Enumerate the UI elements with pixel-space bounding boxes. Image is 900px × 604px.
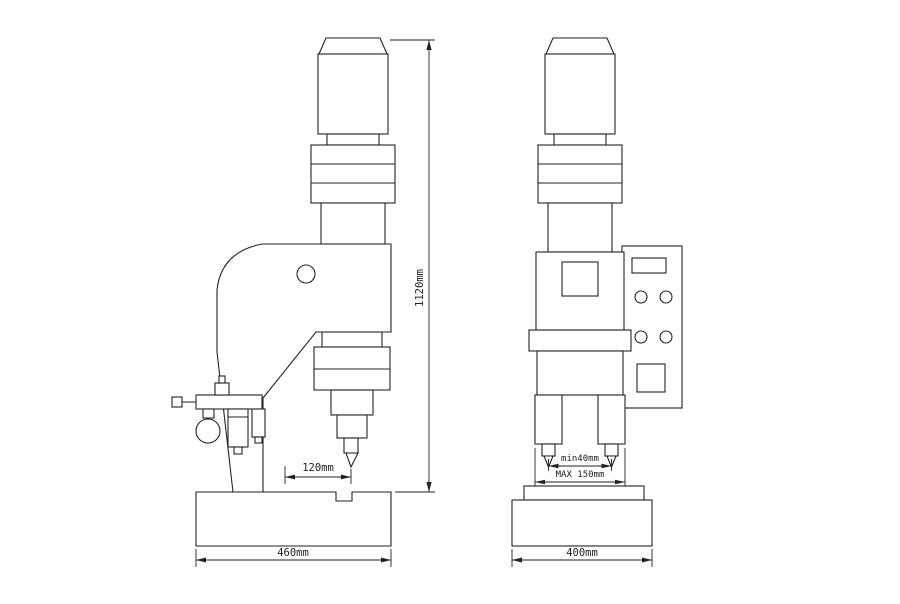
cylinder-flange-stack: [537, 144, 623, 204]
lower-block: [536, 350, 624, 396]
filter-bowl: [227, 408, 249, 448]
base-plate: [523, 485, 645, 501]
side-view: 1120mm 120mm 460mm: [171, 37, 435, 567]
panel-button: [659, 330, 673, 344]
head-window: [561, 261, 599, 297]
machine-base: [195, 491, 392, 547]
filter-drain: [233, 446, 243, 455]
arrowhead: [381, 557, 391, 563]
ram-band: [321, 331, 383, 348]
dim-throat-label: 120mm: [302, 462, 334, 474]
arrowhead: [512, 557, 522, 563]
tool-holder: [343, 437, 359, 454]
dim-height-label: 1120mm: [414, 269, 426, 307]
panel-switch: [636, 363, 666, 393]
lubricator-drain: [254, 436, 263, 444]
panel-display: [631, 257, 667, 274]
regulator-knob: [214, 382, 230, 396]
panel-button: [659, 290, 673, 304]
arrowhead: [426, 482, 432, 492]
air-manifold: [195, 394, 263, 410]
dim-max-gap-label: MAX 150mm: [556, 470, 605, 480]
regulator-stem: [218, 375, 226, 384]
motor-body: [544, 53, 616, 135]
pressure-gauge: [195, 418, 221, 444]
air-service-unit: [171, 375, 266, 455]
arrowhead: [285, 474, 295, 480]
cylinder-flange-stack: [310, 144, 396, 204]
machine-base: [511, 499, 653, 547]
motor-body: [317, 53, 389, 135]
gauge-stem: [202, 408, 215, 419]
arrowhead: [642, 557, 652, 563]
ram-left: [534, 394, 563, 445]
arrowhead: [196, 557, 206, 563]
arrowhead: [341, 474, 351, 480]
lever-block: [171, 396, 183, 408]
tool-chuck-lower: [336, 414, 368, 439]
dim-throat: 120mm: [284, 462, 352, 484]
panel-button: [634, 330, 648, 344]
tip-holder-left: [541, 443, 556, 457]
dim-base-left: 460mm: [195, 547, 392, 567]
frame-hole: [296, 264, 316, 284]
tip-holder-right: [604, 443, 619, 457]
shoulder-plate: [528, 329, 632, 352]
motor-neck: [326, 133, 380, 146]
motor-neck: [553, 133, 607, 146]
tool-tip: [345, 452, 359, 469]
dim-base-right: 400mm: [511, 547, 653, 567]
dim-height: 1120mm: [390, 39, 435, 493]
motor-cap: [318, 37, 388, 55]
arrowhead: [535, 479, 545, 485]
panel-button: [634, 290, 648, 304]
ram-right: [597, 394, 626, 445]
motor-cap: [545, 37, 615, 55]
dim-base-left-label: 460mm: [277, 547, 309, 559]
dim-base-right-label: 400mm: [566, 547, 598, 559]
cylinder-column: [547, 202, 613, 253]
arrowhead: [426, 40, 432, 50]
lubricator-bowl: [251, 408, 266, 438]
dim-min-gap: min40mm: [548, 454, 612, 471]
arrowhead: [615, 479, 625, 485]
cylinder-column: [320, 202, 386, 245]
dim-min-gap-label: min40mm: [561, 454, 599, 464]
dim-max-gap: MAX 150mm: [534, 448, 626, 487]
tool-chuck-upper: [330, 389, 374, 416]
front-view: min40mm MAX 150mm 400mm: [511, 37, 683, 567]
arrowhead: [548, 463, 559, 469]
arrowhead: [601, 463, 612, 469]
